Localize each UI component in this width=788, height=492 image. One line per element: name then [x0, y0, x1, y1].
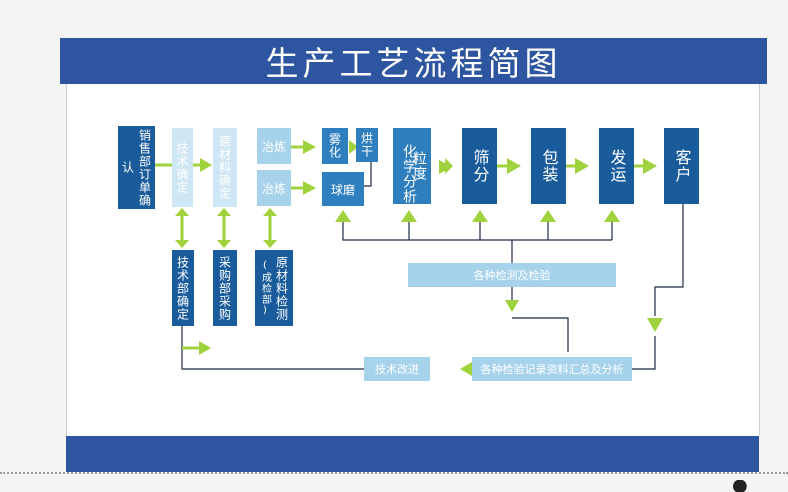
arrow-tech-to-material — [200, 158, 212, 172]
chem-analysis-node: 化学分析 — [393, 128, 431, 204]
tech-improve-node: 技术改进 — [364, 357, 430, 381]
sieve-node: 筛分 — [462, 128, 497, 204]
inspection-node: 各种检测及检验 — [408, 263, 616, 287]
dry-node: 烘干 — [356, 128, 378, 162]
arrow-material-down — [217, 240, 231, 248]
pack-node: 包装 — [531, 128, 566, 204]
arrow-raw-up — [263, 208, 277, 216]
arrow-raw-down — [263, 240, 277, 248]
arrow-up-sieve — [472, 210, 488, 222]
arrow-ship-to-customer — [643, 158, 657, 174]
arrow-pack-to-ship — [575, 158, 589, 174]
arrow-up-mill — [335, 210, 351, 222]
connector-tech-to-purchase — [181, 326, 200, 349]
arrow-up-ship — [604, 210, 620, 222]
particle-size-node: 粒度 — [411, 151, 427, 181]
tech-dept-node: 技术部确定 — [172, 250, 194, 326]
atomize-node: 雾化 — [322, 128, 348, 164]
records-analysis-node: 各种检验记录资料汇总及分析 — [472, 357, 632, 381]
connector-inspection-bus — [342, 222, 612, 241]
ball-mill-node: 球磨 — [322, 172, 364, 206]
arrow-down-inspection — [505, 300, 519, 312]
raw-test-node: 原材料检测 (成检部) — [255, 250, 293, 326]
page-title: 生产工艺流程简图 — [60, 38, 767, 84]
raw-test-main-label: 原材料检测 — [274, 255, 289, 321]
arrow-atomize-to-dry — [349, 140, 358, 154]
ship-node: 发运 — [599, 128, 634, 204]
connector-records-right — [632, 336, 656, 370]
raw-test-sub-label: (成检部) — [259, 259, 271, 317]
connector-inspection-to-records — [512, 317, 569, 352]
connector-customer-down — [654, 204, 684, 316]
arrow-records-to-improve — [460, 362, 472, 376]
arrow-to-purchase — [199, 341, 211, 355]
material-confirm-node: 原材料确定 — [213, 128, 237, 207]
arrow-sieve-to-pack — [507, 158, 521, 174]
arrow-material-up — [217, 208, 231, 216]
arrow-smelt1-to-atomize — [303, 140, 316, 154]
sales-order-node: 销售部订单确认 — [118, 126, 155, 209]
page-number-fragment: ● — [732, 480, 748, 492]
footer-banner — [66, 436, 759, 472]
arrow-tech-up — [175, 208, 189, 216]
arrow-up-pack — [540, 210, 556, 222]
arrow-down-customer — [647, 318, 663, 332]
tech-confirm-node: 技术确定 — [172, 128, 193, 207]
arrow-chem-to-sieve — [445, 158, 453, 174]
customer-node: 客户 — [664, 128, 699, 204]
purchase-dept-node: 采购部采购 — [213, 250, 237, 326]
arrow-smelt2-to-mill — [303, 181, 316, 195]
arrow-tech-down — [175, 240, 189, 248]
smelt-node-2: 冶炼 — [257, 170, 291, 206]
arrow-up-chem — [401, 210, 417, 222]
page-divider — [0, 472, 788, 474]
smelt-node-1: 冶炼 — [257, 128, 291, 164]
connector-improve-left — [181, 348, 364, 370]
